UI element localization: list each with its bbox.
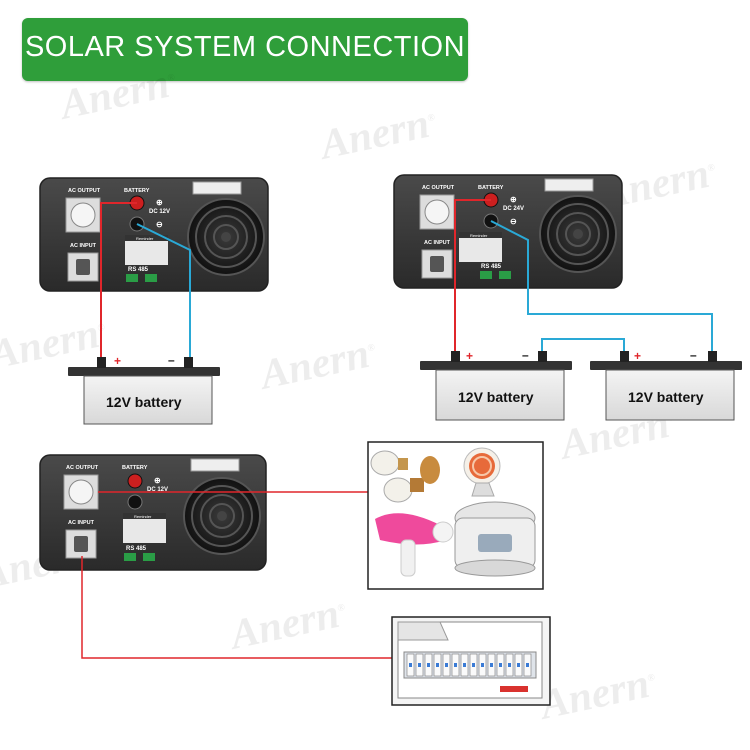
- heater-icon: [463, 447, 501, 497]
- battery-negative-post: [538, 351, 547, 362]
- ac-input-label: AC INPUT: [68, 520, 95, 526]
- battery-1: + – 12V battery: [68, 353, 220, 425]
- title-banner: SOLAR SYSTEM CONNECTION: [22, 18, 468, 81]
- battery-label: 12V battery: [628, 389, 704, 405]
- spec-label: [192, 181, 242, 195]
- svg-text:⊕: ⊕: [154, 476, 161, 485]
- battery-label: BATTERY: [478, 185, 504, 191]
- ac-input-label: AC INPUT: [424, 240, 451, 246]
- distribution-box: [391, 616, 551, 706]
- ac-input-label: AC INPUT: [70, 243, 97, 249]
- svg-text:⊖: ⊖: [510, 217, 517, 226]
- svg-text:–: –: [168, 353, 175, 367]
- rs485-label: RS 485: [481, 264, 502, 270]
- svg-text:Reminder: Reminder: [136, 236, 154, 241]
- battery-negative-post: [708, 351, 717, 362]
- rs485-label: RS 485: [126, 546, 147, 552]
- inverter-3: AC OUTPUT AC INPUT BATTERY DC 12V ⊕ Remi…: [39, 454, 267, 571]
- battery-positive-post: [97, 357, 106, 368]
- light-bulb-icon: [370, 450, 440, 503]
- inverter-1: AC OUTPUT AC INPUT BATTERY DC 12V ⊕ ⊖ Re…: [39, 177, 269, 292]
- svg-text:Reminder: Reminder: [134, 514, 152, 519]
- battery-3: + – 12V battery: [590, 348, 742, 421]
- svg-text:–: –: [690, 348, 697, 362]
- inverter-2: AC OUTPUT AC INPUT BATTERY DC 24V ⊕ ⊖ Re…: [393, 174, 623, 289]
- ac-input-wire: [81, 556, 392, 659]
- ac-output-label: AC OUTPUT: [68, 188, 101, 194]
- positive-wire: [100, 202, 137, 361]
- svg-text:⊖: ⊖: [156, 220, 163, 229]
- ac-output-label: AC OUTPUT: [422, 185, 455, 191]
- dc-voltage-label: DC 12V: [149, 209, 170, 215]
- negative-wire: [490, 220, 713, 355]
- battery-label: BATTERY: [122, 465, 148, 471]
- battery-label: 12V battery: [106, 394, 182, 410]
- battery-positive-post: [620, 351, 629, 362]
- series-link-wire: [541, 338, 625, 355]
- dc-voltage-label: DC 24V: [503, 206, 524, 212]
- ac-output-label: AC OUTPUT: [66, 465, 99, 471]
- ac-input-socket: [65, 529, 97, 559]
- rs485-label: RS 485: [128, 267, 149, 273]
- svg-text:–: –: [522, 348, 529, 362]
- battery-2: + – 12V battery: [420, 348, 572, 421]
- positive-wire: [454, 199, 491, 355]
- svg-text:Reminder: Reminder: [470, 233, 488, 238]
- page-title: SOLAR SYSTEM CONNECTION: [24, 31, 466, 63]
- negative-wire: [136, 223, 191, 361]
- svg-text:+: +: [466, 349, 473, 363]
- svg-text:+: +: [114, 354, 121, 368]
- battery-label: 12V battery: [458, 389, 534, 405]
- rice-cooker-icon: [454, 501, 536, 577]
- battery-positive-terminal: [127, 473, 143, 489]
- spec-label: [544, 178, 594, 192]
- hair-dryer-icon: [375, 513, 454, 577]
- svg-text:⊕: ⊕: [510, 195, 517, 204]
- spec-label: [190, 458, 240, 472]
- battery-positive-post: [451, 351, 460, 362]
- svg-text:⊕: ⊕: [156, 198, 163, 207]
- battery-label: BATTERY: [124, 188, 150, 194]
- dc-voltage-label: DC 12V: [147, 487, 168, 493]
- svg-text:+: +: [634, 349, 641, 363]
- appliances-panel: [367, 441, 544, 590]
- battery-negative-post: [184, 357, 193, 368]
- battery-negative-terminal: [127, 494, 143, 510]
